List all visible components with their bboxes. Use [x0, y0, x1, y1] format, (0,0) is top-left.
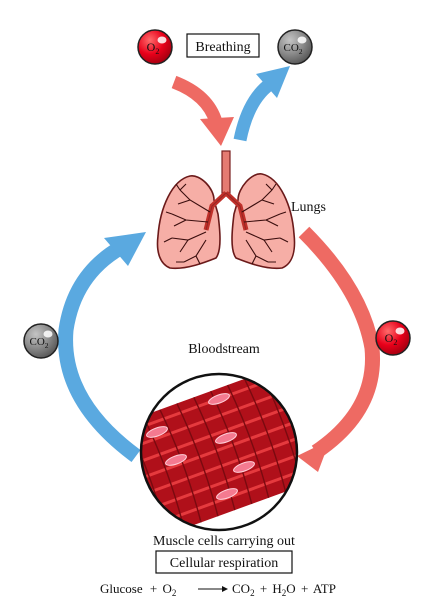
respiration-equation: Glucose + O2 CO2 + H2O + ATP — [100, 581, 336, 599]
co2-term: CO — [232, 581, 250, 596]
breathing-label-box: Breathing — [186, 33, 260, 58]
molecule-base: O — [147, 40, 156, 54]
equation-reactants: Glucose + O2 — [100, 581, 176, 598]
muscle-cells-label: Muscle cells carrying out — [153, 534, 295, 549]
reaction-arrow — [198, 586, 228, 592]
lungs-illustration — [156, 150, 296, 270]
molecule-base: CO — [283, 42, 298, 54]
water-subscript: 2 — [282, 588, 287, 598]
molecule-subscript: 2 — [393, 338, 397, 347]
svg-text:CO2: CO2 — [283, 42, 302, 56]
atp-term: ATP — [313, 581, 336, 596]
oxygen-subscript: 2 — [172, 588, 177, 598]
plus-sign: + — [301, 581, 308, 596]
molecule-subscript: 2 — [299, 47, 303, 56]
cellular-respiration-box: Cellular respiration — [155, 550, 293, 574]
molecule-subscript: 2 — [155, 47, 159, 56]
molecule-base: O — [385, 331, 394, 345]
left-lung — [156, 175, 221, 270]
molecule-base: CO — [29, 336, 44, 348]
svg-text:O2: O2 — [147, 40, 160, 56]
water-o: O — [286, 581, 295, 596]
molecule-subscript: 2 — [45, 341, 49, 350]
exhale-arrow — [233, 66, 290, 142]
glucose-term: Glucose — [100, 581, 143, 596]
oxygen-term: O — [162, 581, 171, 596]
co2-molecule-top: CO2 — [277, 29, 313, 65]
o2-molecule-right: O2 — [375, 320, 411, 356]
deoxygenated-blood-arrow — [58, 232, 146, 463]
co2-molecule-left: CO2 — [23, 323, 59, 359]
equation-products: CO2 + H2O + ATP — [232, 581, 336, 599]
muscle-cells-illustration — [139, 372, 299, 532]
right-lung — [231, 173, 296, 270]
svg-text:O2: O2 — [385, 331, 398, 347]
plus-sign: + — [150, 581, 157, 596]
co2-subscript: 2 — [250, 588, 255, 598]
breathing-label: Breathing — [195, 40, 250, 55]
svg-text:CO2: CO2 — [29, 336, 48, 350]
o2-molecule-top: O2 — [137, 29, 173, 65]
cellular-respiration-label: Cellular respiration — [170, 556, 278, 571]
water-h: H — [272, 581, 281, 596]
inhale-arrow — [171, 75, 234, 146]
bloodstream-label: Bloodstream — [188, 342, 260, 357]
lungs-label: Lungs — [291, 200, 326, 215]
plus-sign: + — [260, 581, 267, 596]
oxygenated-blood-arrow — [297, 226, 381, 472]
